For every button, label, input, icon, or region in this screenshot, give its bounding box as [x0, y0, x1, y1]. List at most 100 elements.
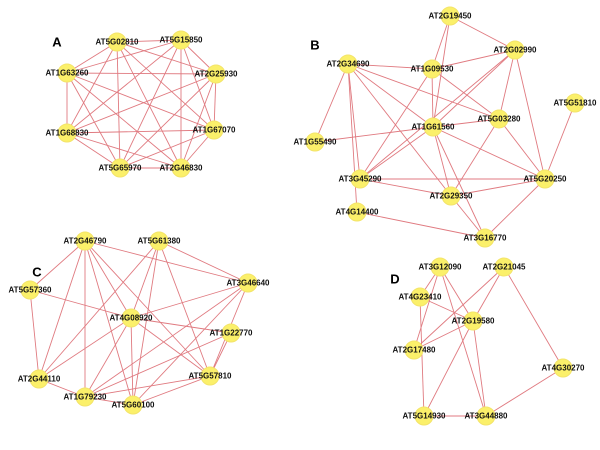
panel-b-label: B: [310, 38, 319, 53]
edge: [29, 240, 86, 291]
gene-node: AT5G60100: [112, 395, 155, 415]
node-label: AT2G19580: [452, 317, 496, 326]
node-circle: [441, 186, 461, 206]
edge: [356, 211, 486, 239]
node-circle: [29, 369, 49, 389]
panel-d-edges: [413, 266, 564, 417]
edge: [66, 73, 217, 134]
edge: [130, 240, 160, 319]
gene-node: AT1G63260: [46, 63, 89, 83]
edge: [84, 240, 134, 406]
edge: [485, 367, 564, 417]
edge: [84, 240, 132, 319]
node-label: AT2G21045: [483, 263, 527, 272]
panel-c-edges: [29, 240, 249, 406]
node-circle: [414, 406, 434, 426]
edge: [132, 282, 249, 406]
edge: [347, 63, 434, 128]
edge: [472, 266, 505, 322]
node-circle: [200, 366, 220, 386]
node-circle: [206, 64, 226, 84]
panel-b-edges: [314, 15, 576, 239]
node-circle: [20, 280, 40, 300]
gene-node: AT5G65970: [99, 158, 143, 178]
edge: [66, 72, 182, 169]
node-label: AT2G29350: [430, 192, 474, 201]
node-label: AT3G46640: [227, 279, 271, 288]
node-circle: [476, 406, 496, 426]
edge: [431, 68, 500, 120]
node-circle: [75, 387, 95, 407]
edge: [66, 72, 121, 169]
edge: [432, 126, 546, 180]
edge: [449, 15, 516, 51]
node-label: AT2G19450: [429, 12, 473, 21]
gene-node: AT5G20250: [524, 169, 567, 189]
gene-node: AT1G09530: [411, 59, 454, 79]
node-circle: [350, 169, 370, 189]
node-circle: [423, 117, 443, 137]
edge: [347, 63, 500, 120]
edge: [419, 296, 474, 322]
edge: [38, 240, 160, 380]
node-circle: [305, 132, 325, 152]
node-circle: [110, 158, 130, 178]
node-label: AT2G44110: [18, 375, 61, 384]
node-circle: [410, 287, 430, 307]
gene-node: AT4G23410: [399, 287, 442, 307]
node-circle: [440, 6, 460, 26]
node-circle: [171, 30, 191, 50]
edge: [158, 240, 249, 284]
panel-b-nodes: AT2G19450AT2G34690AT1G09530AT2G02990AT5G…: [294, 6, 598, 248]
edge: [359, 126, 434, 180]
node-label: AT2G34690: [327, 60, 371, 69]
panel-d-nodes: AT3G12090 AT2G21045AT4G23410AT2G19580AT4G…: [393, 257, 585, 426]
edge: [130, 317, 211, 377]
edge: [472, 320, 487, 417]
gene-node: AT1G79230: [64, 387, 107, 407]
node-circle: [221, 323, 241, 343]
node-label: AT2G17480: [393, 346, 437, 355]
gene-node: AT3G16770: [464, 228, 507, 248]
edge: [119, 73, 217, 169]
edge: [347, 63, 361, 180]
edge: [484, 178, 546, 239]
panel-d-label: D: [390, 272, 399, 287]
gene-node: AT5G57360: [9, 280, 52, 300]
gene-node: AT3G46640: [227, 273, 271, 293]
node-label: AT5G65970: [99, 164, 143, 173]
node-circle: [107, 32, 127, 52]
edge: [132, 375, 211, 406]
node-label: AT1G61560: [412, 123, 456, 132]
edge: [544, 102, 576, 180]
edge: [130, 317, 232, 334]
edge: [66, 129, 215, 134]
edge: [119, 129, 215, 169]
node-circle: [75, 231, 95, 251]
gene-node: AT4G08920: [110, 308, 153, 328]
gene-node: AT5G61380: [138, 231, 181, 251]
edge: [180, 39, 215, 131]
node-circle: [121, 308, 141, 328]
gene-node: AT1G68830: [46, 123, 89, 143]
node-label: AT5G51810: [554, 99, 598, 108]
edge: [84, 240, 211, 377]
node-label: AT2G46790: [64, 237, 108, 246]
gene-node: AT3G45290: [339, 169, 382, 189]
edge: [503, 266, 564, 369]
gene-node: AT3G12090: [419, 257, 462, 277]
edge: [130, 317, 134, 406]
node-circle: [123, 395, 143, 415]
gene-node: AT2G46830: [160, 158, 203, 178]
node-circle: [505, 40, 525, 60]
edge: [514, 49, 546, 180]
gene-node: AT4G30270: [542, 358, 585, 378]
edge: [180, 73, 217, 169]
edge: [66, 39, 182, 134]
gene-node: AT2G34690: [327, 54, 371, 74]
gene-node: AT5G03280: [478, 109, 521, 129]
node-circle: [204, 120, 224, 140]
